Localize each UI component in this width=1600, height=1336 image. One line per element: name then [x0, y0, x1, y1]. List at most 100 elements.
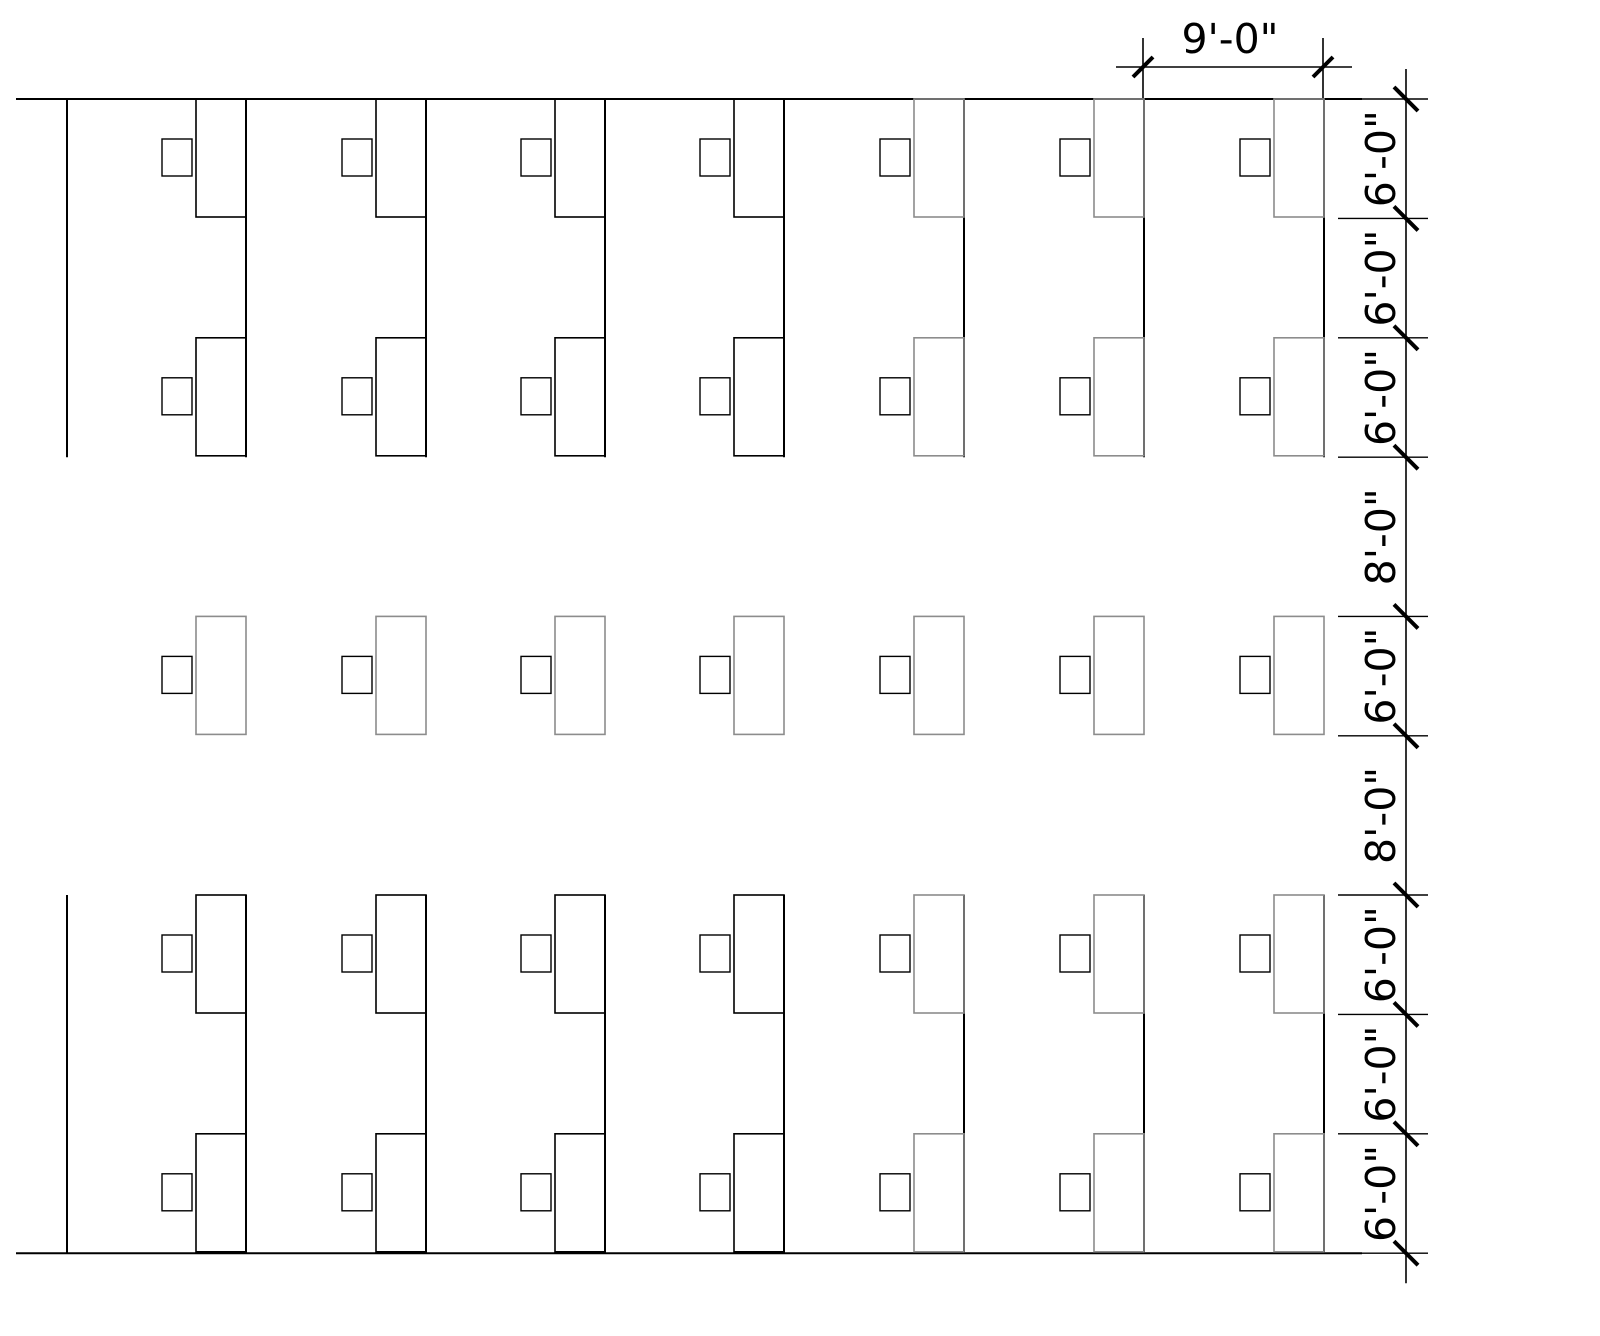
workstation	[699, 98, 785, 218]
chair-square-icon	[1239, 1173, 1271, 1212]
workstations-layer	[161, 98, 1325, 1253]
chair-square-icon	[879, 934, 911, 973]
chair-square-icon	[1239, 138, 1271, 177]
chair-square-icon	[1059, 655, 1091, 695]
desk-rect-icon	[1273, 894, 1325, 1014]
desk-rect-icon	[554, 336, 606, 457]
chair-square-icon	[1059, 1173, 1091, 1212]
desk-rect-icon	[913, 1133, 965, 1253]
vertical-tick-mark	[1392, 602, 1420, 630]
chair-square-icon	[341, 655, 373, 695]
desk-rect-icon	[733, 894, 785, 1014]
dimension-layer	[1116, 38, 1428, 1284]
desk-rect-icon	[375, 894, 427, 1014]
workstation	[879, 1133, 965, 1253]
workstation	[520, 615, 606, 736]
chair-square-icon	[1239, 655, 1271, 695]
desk-rect-icon	[554, 615, 606, 736]
workstation	[341, 98, 427, 218]
desk-rect-icon	[195, 336, 247, 457]
chair-square-icon	[699, 1173, 731, 1212]
vertical-dimension-label: 8'-0"	[1357, 767, 1405, 864]
desk-rect-icon	[375, 98, 427, 218]
vertical-tick-mark	[1392, 1120, 1420, 1148]
workstation	[1059, 336, 1145, 457]
vertical-tick-mark	[1392, 443, 1420, 471]
desk-rect-icon	[1093, 1133, 1145, 1253]
chair-square-icon	[161, 1173, 193, 1212]
vertical-dimension-label: 6'-0"	[1357, 110, 1405, 207]
vertical-dimension-label: 6'-0"	[1357, 906, 1405, 1003]
desk-rect-icon	[195, 615, 247, 736]
workstation	[699, 894, 785, 1014]
chair-square-icon	[699, 377, 731, 416]
workstation	[1059, 98, 1145, 218]
horizontal-tick-mark	[1131, 55, 1155, 79]
workstation	[699, 1133, 785, 1253]
desk-rect-icon	[195, 894, 247, 1014]
chair-square-icon	[520, 1173, 552, 1212]
chair-square-icon	[699, 138, 731, 177]
vertical-tick-mark	[1392, 324, 1420, 352]
chair-square-icon	[161, 138, 193, 177]
desk-rect-icon	[1093, 615, 1145, 736]
workstation	[1239, 336, 1325, 457]
horizontal-tick-mark	[1311, 55, 1335, 79]
workstation	[341, 615, 427, 736]
vertical-dimension-label: 6'-0"	[1357, 1026, 1405, 1123]
chair-square-icon	[699, 934, 731, 973]
workstation	[161, 336, 247, 457]
chair-square-icon	[341, 1173, 373, 1212]
desk-rect-icon	[733, 98, 785, 218]
chair-square-icon	[161, 655, 193, 695]
workstation	[520, 336, 606, 457]
workstation	[699, 615, 785, 736]
workstation	[161, 615, 247, 736]
desk-rect-icon	[554, 1133, 606, 1253]
vertical-tick-mark	[1392, 1000, 1420, 1028]
vertical-tick-mark	[1392, 85, 1420, 113]
workstation	[341, 1133, 427, 1253]
chair-square-icon	[1059, 377, 1091, 416]
walls-layer	[16, 98, 1362, 1255]
vertical-dimension-labels: 6'-0"6'-0"6'-0"8'-0"6'-0"8'-0"6'-0"6'-0"…	[1357, 110, 1405, 1242]
workstation	[520, 1133, 606, 1253]
desk-rect-icon	[195, 98, 247, 218]
desk-rect-icon	[1273, 98, 1325, 218]
chair-square-icon	[341, 138, 373, 177]
workstation	[161, 1133, 247, 1253]
desk-rect-icon	[375, 336, 427, 457]
desk-rect-icon	[375, 1133, 427, 1253]
workstation	[1239, 615, 1325, 736]
workstation	[1239, 98, 1325, 218]
desk-rect-icon	[913, 894, 965, 1014]
desk-rect-icon	[733, 336, 785, 457]
workstation	[1059, 894, 1145, 1014]
workstation	[699, 336, 785, 457]
chair-square-icon	[879, 655, 911, 695]
desk-rect-icon	[1273, 615, 1325, 736]
desk-rect-icon	[1093, 336, 1145, 457]
chair-square-icon	[879, 1173, 911, 1212]
chair-square-icon	[161, 377, 193, 416]
chair-square-icon	[520, 934, 552, 973]
chair-square-icon	[1059, 138, 1091, 177]
workstation	[1239, 894, 1325, 1014]
chair-square-icon	[699, 655, 731, 695]
chair-square-icon	[161, 934, 193, 973]
vertical-dimension-label: 6'-0"	[1357, 1145, 1405, 1242]
workstation	[520, 894, 606, 1014]
desk-rect-icon	[1273, 1133, 1325, 1253]
desk-rect-icon	[913, 336, 965, 457]
workstation	[161, 98, 247, 218]
workstation	[1059, 1133, 1145, 1253]
desk-rect-icon	[733, 1133, 785, 1253]
chair-square-icon	[879, 377, 911, 416]
workstation	[341, 336, 427, 457]
workstation	[879, 336, 965, 457]
vertical-dimension-label: 6'-0"	[1357, 628, 1405, 725]
workstation	[879, 615, 965, 736]
desk-rect-icon	[1093, 894, 1145, 1014]
chair-square-icon	[1239, 377, 1271, 416]
